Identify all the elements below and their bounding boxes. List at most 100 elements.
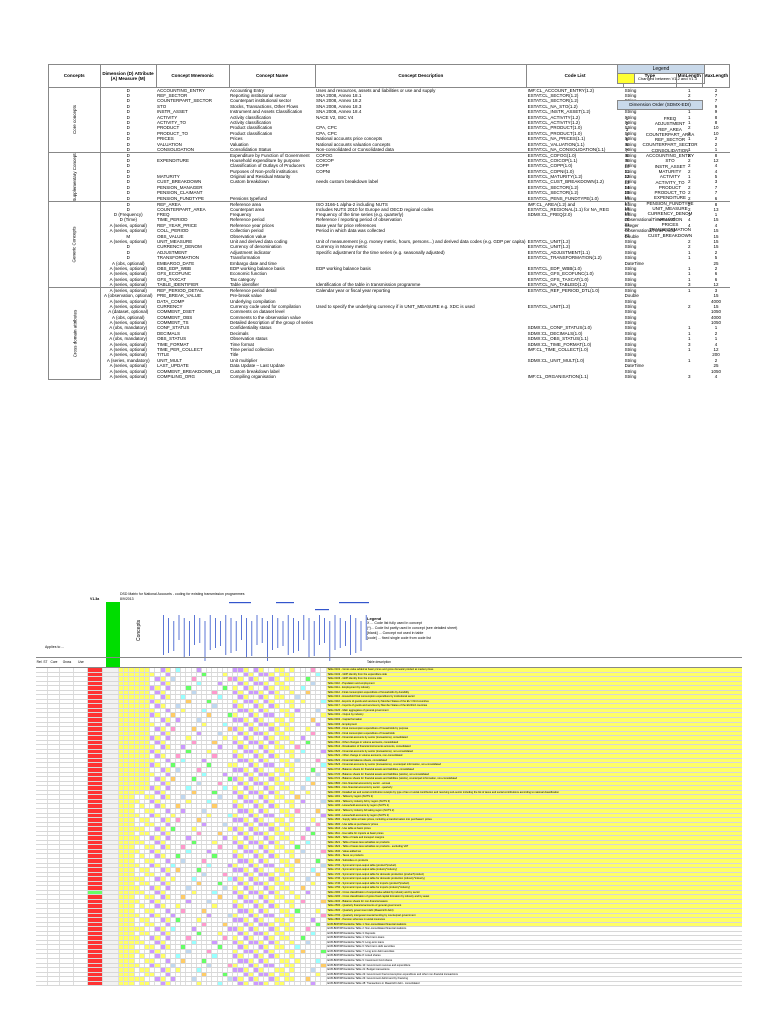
matrix-cell — [176, 959, 182, 963]
matrix-cell — [227, 727, 234, 731]
matrix-cell — [60, 858, 74, 863]
matrix-cell — [103, 799, 119, 804]
matrix-cell — [300, 945, 306, 949]
matrix-cell — [124, 818, 130, 822]
matrix-cell — [119, 931, 125, 936]
matrix-cell — [191, 772, 197, 777]
matrix-cell — [300, 940, 306, 945]
matrix-cell — [48, 886, 60, 890]
matrix-cell — [176, 786, 182, 790]
matrix-cell — [264, 918, 270, 922]
matrix-cell — [279, 758, 285, 763]
matrix-cell — [88, 931, 103, 936]
matrix-cell — [217, 668, 223, 672]
matrix-cell — [269, 727, 275, 731]
matrix-cell — [300, 808, 306, 813]
concept-maxlength: 1050 — [711, 368, 722, 374]
matrix-cell — [129, 704, 135, 708]
matrix-cell — [305, 881, 311, 886]
matrix-cell — [316, 927, 322, 931]
matrix-cell — [248, 840, 254, 845]
matrix-cell — [202, 668, 208, 672]
matrix-cell — [305, 749, 311, 754]
matrix-cell — [48, 858, 60, 863]
matrix-cell — [129, 881, 135, 886]
concept-maxlength: 2 — [714, 265, 718, 271]
matrix-cell — [222, 981, 228, 986]
matrix-cell — [176, 908, 182, 913]
matrix-cell — [310, 890, 317, 895]
matrix-cell — [160, 981, 166, 986]
matrix-cell — [181, 886, 187, 890]
matrix-cell — [124, 949, 130, 954]
matrix-cell — [119, 849, 125, 854]
matrix-cell — [274, 913, 280, 918]
matrix-cell — [227, 845, 234, 849]
matrix-cell — [300, 740, 306, 745]
matrix-cell — [48, 745, 60, 749]
matrix-cell — [290, 940, 296, 945]
matrix-cell — [259, 899, 265, 904]
matrix-cell — [74, 718, 88, 722]
matrix-cell — [170, 858, 177, 863]
matrix-cell — [285, 863, 291, 868]
matrix-cell — [48, 968, 60, 972]
matrix-cell — [181, 877, 187, 881]
matrix-cell — [165, 940, 171, 945]
matrix-cell — [300, 881, 306, 886]
matrix-cell — [60, 795, 74, 799]
matrix-cell — [207, 849, 213, 854]
matrix-cell — [144, 781, 151, 786]
matrix-cell — [264, 849, 270, 854]
matrix-cell — [212, 713, 218, 718]
matrix-cell — [290, 877, 296, 881]
matrix-cell — [124, 763, 130, 768]
matrix-cell — [264, 940, 270, 945]
concept-type: String — [624, 168, 637, 174]
matrix-cell — [222, 799, 228, 804]
concept-name: Unit and derived data coding — [230, 238, 288, 244]
matrix-cell — [129, 868, 135, 872]
matrix-cell — [222, 949, 228, 954]
matrix-cell — [269, 827, 275, 831]
matrix-cell — [48, 972, 60, 977]
matrix-cell — [248, 758, 254, 763]
matrix-cell — [202, 945, 208, 949]
matrix-cell — [129, 836, 135, 840]
matrix-cell — [321, 763, 327, 768]
matrix-cell — [279, 858, 285, 863]
matrix-cell — [144, 795, 151, 799]
matrix-cell — [227, 886, 234, 890]
matrix-row: Table 1740 - Symmetric input-output tabl… — [36, 881, 742, 887]
matrix-cell — [144, 831, 151, 836]
matrix-cell — [129, 822, 135, 827]
matrix-cell — [212, 949, 218, 954]
matrix-cell — [217, 945, 223, 949]
concept-type: String — [624, 325, 637, 331]
matrix-cell — [202, 981, 208, 986]
matrix-cell — [310, 690, 317, 695]
matrix-cell — [181, 836, 187, 840]
matrix-cell — [300, 895, 306, 899]
matrix-cell — [300, 922, 306, 927]
matrix-cell — [279, 668, 285, 672]
matrix-cell — [243, 963, 249, 968]
matrix-cell — [316, 686, 322, 690]
concept-mnemonic: GFS_TAXCAT — [157, 276, 186, 282]
matrix-cell — [139, 954, 145, 958]
matrix-cell — [139, 668, 145, 672]
matrix-cell — [295, 931, 301, 936]
matrix-cell — [285, 668, 291, 672]
matrix-cell — [191, 799, 197, 804]
matrix-cell — [139, 918, 145, 922]
matrix-cell — [88, 913, 103, 918]
matrix-cell — [310, 804, 317, 808]
matrix-cell — [103, 681, 119, 686]
matrix-cell — [290, 695, 296, 699]
matrix-cell — [222, 936, 228, 940]
table-description: Table 0101 - Gross value added at basic … — [326, 668, 742, 672]
matrix-cell — [259, 713, 265, 718]
matrix-cell — [196, 704, 202, 708]
